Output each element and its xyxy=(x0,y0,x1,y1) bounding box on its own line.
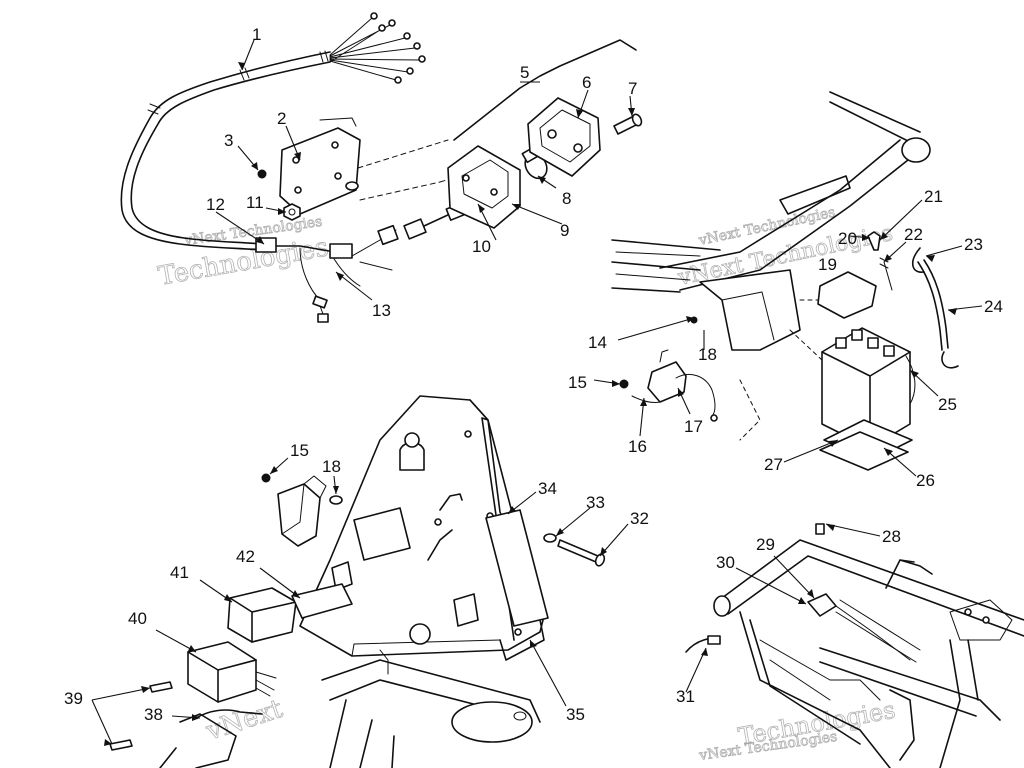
callout-42: 42 xyxy=(236,547,255,566)
callout-41: 41 xyxy=(170,563,189,582)
callout-labels: 1 2 3 5 6 7 8 9 10 11 12 13 14 15 16 17 … xyxy=(64,25,1003,724)
solenoid-icon xyxy=(631,349,718,422)
mounting-bracket xyxy=(279,117,361,215)
battery-frame xyxy=(611,91,931,441)
nut-icon xyxy=(619,379,629,389)
connector-icon xyxy=(377,224,399,246)
leader-arrowheads xyxy=(104,62,957,746)
tail-light-lens xyxy=(527,97,601,177)
screw-icon xyxy=(149,681,173,693)
connector-icon xyxy=(403,218,427,240)
screw-icon xyxy=(109,739,133,751)
wiring-harness-assembly xyxy=(120,12,465,323)
callout-35: 35 xyxy=(566,705,585,724)
terminal-icon xyxy=(370,12,426,84)
callout-23: 23 xyxy=(964,235,983,254)
callout-20: 20 xyxy=(838,229,857,248)
callout-8: 8 xyxy=(562,189,571,208)
callout-30: 30 xyxy=(716,553,735,572)
ground-wire xyxy=(195,709,263,719)
callout-15-upper: 15 xyxy=(568,373,587,392)
screw-icon xyxy=(613,113,643,135)
callout-17: 17 xyxy=(684,417,703,436)
washer-icon xyxy=(543,533,557,543)
callout-40: 40 xyxy=(128,609,147,628)
callout-10: 10 xyxy=(472,237,491,256)
callout-9: 9 xyxy=(560,221,569,240)
mounting-plate xyxy=(299,395,545,661)
callout-39: 39 xyxy=(64,689,83,708)
callout-7: 7 xyxy=(628,79,637,98)
callout-14: 14 xyxy=(588,333,607,352)
cdi-box-icon xyxy=(187,641,277,703)
watermark-text: Technologies xyxy=(156,232,331,291)
callout-29: 29 xyxy=(756,535,775,554)
frame-tube-end xyxy=(713,595,731,617)
callout-21: 21 xyxy=(924,187,943,206)
callout-13: 13 xyxy=(372,301,391,320)
nut-icon xyxy=(257,169,267,179)
callout-26: 26 xyxy=(916,471,935,490)
connector-icon xyxy=(707,635,721,645)
callout-38: 38 xyxy=(144,705,163,724)
bolt-icon xyxy=(557,539,606,567)
control-module-icon xyxy=(227,587,297,643)
callout-11: 11 xyxy=(246,193,264,212)
battery-icon xyxy=(821,327,916,449)
sensor-icon xyxy=(807,593,911,661)
washer-icon xyxy=(345,181,359,191)
group-bracket xyxy=(453,39,637,141)
watermark-text: vNext xyxy=(202,694,287,747)
battery-cable xyxy=(912,247,959,369)
callout-25: 25 xyxy=(938,395,957,414)
callout-18-lower: 18 xyxy=(322,457,341,476)
connector-icon xyxy=(312,295,328,309)
nut-icon xyxy=(283,203,301,221)
battery-cover xyxy=(817,271,877,319)
callout-2: 2 xyxy=(277,109,286,128)
connector-cluster xyxy=(949,599,1013,641)
callout-6: 6 xyxy=(582,73,591,92)
callout-24: 24 xyxy=(984,297,1003,316)
bolt-icon xyxy=(867,231,881,251)
connector-icon xyxy=(317,313,329,323)
frame-tube-end xyxy=(901,137,931,163)
battery-pad xyxy=(819,431,909,471)
screw-icon xyxy=(815,523,825,535)
callout-31: 31 xyxy=(676,687,695,706)
callout-18-upper: 18 xyxy=(698,345,717,364)
callout-5: 5 xyxy=(520,63,529,82)
callout-28: 28 xyxy=(882,527,901,546)
callout-3: 3 xyxy=(224,131,233,150)
callout-22: 22 xyxy=(904,225,923,244)
callout-1: 1 xyxy=(252,25,261,44)
callout-32: 32 xyxy=(630,509,649,528)
callout-27: 27 xyxy=(764,455,783,474)
bracket-strip xyxy=(291,583,353,619)
rear-frame xyxy=(713,539,1024,768)
callout-12: 12 xyxy=(206,195,225,214)
callout-16: 16 xyxy=(628,437,647,456)
callout-34: 34 xyxy=(538,479,557,498)
connector-icon xyxy=(329,243,353,259)
callout-33: 33 xyxy=(586,493,605,512)
ignition-coil-icon xyxy=(261,473,343,547)
callout-19: 19 xyxy=(818,255,837,274)
callout-15-lower: 15 xyxy=(290,441,309,460)
